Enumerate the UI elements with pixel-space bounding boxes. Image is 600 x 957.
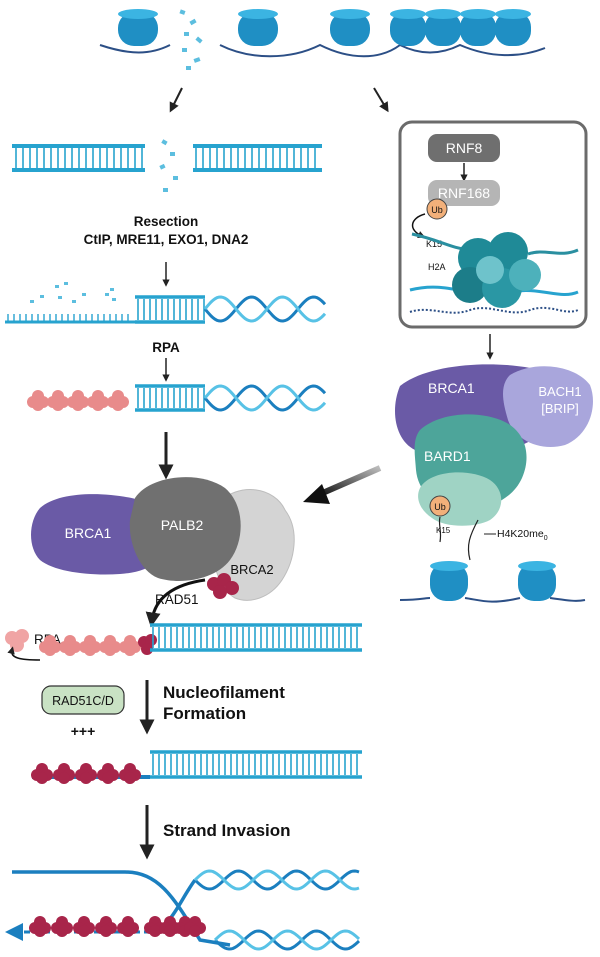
- rpa-coated-dna: [12, 384, 327, 412]
- strand-invasion-dloop: [5, 869, 361, 951]
- rnf168-box: [428, 180, 500, 206]
- nucleosome-icon: [430, 561, 468, 601]
- dna-ladder-right: [193, 144, 322, 172]
- k15-right-label: K15: [436, 526, 451, 535]
- rpa-protein-icon: [79, 635, 101, 656]
- rad51-protein-icon: [119, 763, 141, 784]
- resection-factors-label: CtIP, MRE11, EXO1, DNA2: [84, 232, 249, 247]
- resected-dna: [5, 282, 327, 324]
- strand-invasion-label: Strand Invasion: [163, 821, 291, 840]
- brca1-left-label: BRCA1: [65, 525, 112, 541]
- rad51-protein-icon: [138, 634, 157, 655]
- rad51cd-label: RAD51C/D: [52, 694, 114, 708]
- dna-debris: [159, 139, 178, 192]
- arrow-down-right: [373, 87, 389, 113]
- rpa-protein-icon: [107, 390, 129, 411]
- resection-debris: [30, 282, 116, 303]
- nucleosome-icon: [390, 9, 426, 46]
- rad51-protein-icon: [117, 916, 139, 937]
- rad51-protein-icon: [207, 573, 239, 599]
- h4k20-label: H4K20me0: [497, 528, 548, 542]
- rpa-protein-icon: [47, 390, 69, 411]
- brca1-right-label: BRCA1: [428, 380, 475, 396]
- rpa-label: RPA: [152, 340, 180, 355]
- bach1-protein: [503, 366, 593, 448]
- brca2-label: BRCA2: [230, 562, 273, 577]
- resection-label: Resection: [134, 214, 199, 229]
- nucleofilament-label-2: Formation: [163, 704, 246, 723]
- bard1-label: BARD1: [424, 448, 471, 464]
- nucleosome-icon: [118, 9, 158, 46]
- nucleosome-icon: [495, 9, 531, 46]
- rpa-protein-icon: [119, 635, 141, 656]
- rad51-protein-icon: [73, 916, 95, 937]
- dna-helix-icon: [203, 295, 327, 323]
- arrow-down-left: [169, 87, 183, 113]
- rad51-protein-icon: [97, 763, 119, 784]
- rad51cd-box: RAD51C/D +++: [41, 685, 125, 739]
- rad51-protein-icon: [51, 916, 73, 937]
- rad51-protein-icon: [29, 916, 51, 937]
- rpa-protein-icon: [99, 635, 121, 656]
- rpa-protein-icon: [67, 390, 89, 411]
- brca1-bard1-complex: BRCA1 BACH1 [BRIP] BARD1 Ub K15 H4K20me0: [395, 364, 593, 561]
- h2a-label: H2A: [428, 262, 446, 272]
- arrow-to-brca1-palb2: [316, 465, 382, 498]
- palb2-label: PALB2: [161, 517, 204, 533]
- rpa-protein-icon: [5, 629, 29, 652]
- k15-top-label: K15: [426, 239, 442, 249]
- rad51-nucleofilament: [31, 750, 362, 784]
- nucleosome-icon: [425, 9, 461, 46]
- nucleosome-icon: [330, 9, 370, 46]
- dna-ladder-left: [12, 144, 145, 172]
- plus-label: +++: [71, 723, 96, 739]
- rpa-protein-icon: [87, 390, 109, 411]
- rnf8-label: RNF8: [446, 140, 483, 156]
- rad51-protein-icon: [53, 763, 75, 784]
- rad51-protein-icon: [95, 916, 117, 937]
- rnf8-rnf168-panel: RNF8 RNF168 Ub K15 H2A: [398, 120, 588, 329]
- brip-label: [BRIP]: [541, 401, 579, 416]
- rad51-protein-icon: [75, 763, 97, 784]
- rpa-protein-icon: [39, 635, 61, 656]
- rpa-protein-icon: [59, 635, 81, 656]
- rnf168-label: RNF168: [438, 185, 490, 201]
- rad51-protein-icon: [31, 763, 53, 784]
- rad51-protein-icon: [184, 916, 206, 937]
- rnf8-box: [428, 134, 500, 162]
- right-chromatin: [399, 561, 586, 603]
- nucleosome-icon: [518, 561, 556, 601]
- rpa-rad51-dna: [39, 623, 362, 656]
- broken-dsb-dna: [12, 139, 322, 192]
- brca1-palb2-brca2-complex: BRCA1 PALB2 BRCA2: [31, 477, 295, 601]
- broken-dna-fragments: [179, 9, 203, 70]
- top-chromatin: [99, 9, 546, 70]
- nucleosome-icon: [238, 9, 278, 46]
- arrow-rad51: [145, 578, 206, 628]
- rad51-label: RAD51: [155, 592, 199, 607]
- svg-text:Ub: Ub: [431, 205, 443, 215]
- arrow-rpa-release: [7, 646, 41, 661]
- ubiquitin-icon: Ub: [426, 198, 448, 220]
- palb2-protein: [129, 477, 241, 581]
- nucleosome-icon: [460, 9, 496, 46]
- nucleosome-icon: [452, 232, 541, 308]
- nucleofilament-label-1: Nucleofilament: [163, 683, 285, 702]
- rpa-protein-icon: [27, 390, 49, 411]
- ubiquitin-icon: Ub: [429, 495, 451, 517]
- bach1-label: BACH1: [538, 384, 581, 399]
- svg-text:Ub: Ub: [434, 502, 446, 512]
